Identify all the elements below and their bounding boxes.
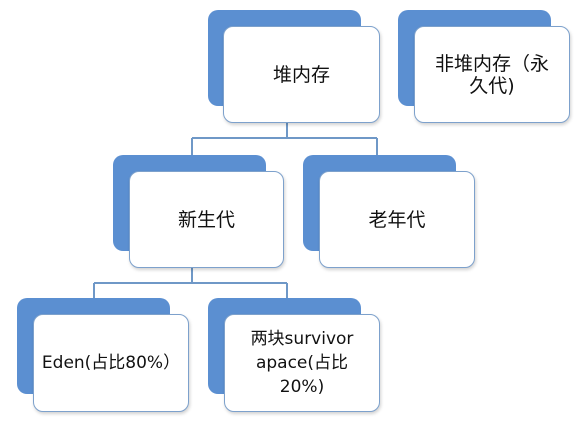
node-non-heap-label: 非堆内存（永久代) bbox=[434, 52, 549, 97]
node-survivor-label: 两块survivor apace(占比 20%) bbox=[250, 329, 354, 397]
node-non-heap-card: 非堆内存（永久代) bbox=[414, 26, 570, 123]
node-heap-label: 堆内存 bbox=[272, 63, 330, 86]
node-young-card: 新生代 bbox=[129, 171, 284, 268]
node-old-label: 老年代 bbox=[368, 208, 426, 231]
node-survivor-card: 两块survivor apace(占比 20%) bbox=[224, 314, 380, 412]
node-young-label: 新生代 bbox=[177, 208, 235, 231]
node-eden-label: Eden(占比80%） bbox=[41, 353, 181, 373]
node-old-card: 老年代 bbox=[319, 171, 475, 268]
node-heap-card: 堆内存 bbox=[223, 26, 380, 123]
node-eden-card: Eden(占比80%） bbox=[33, 314, 189, 412]
